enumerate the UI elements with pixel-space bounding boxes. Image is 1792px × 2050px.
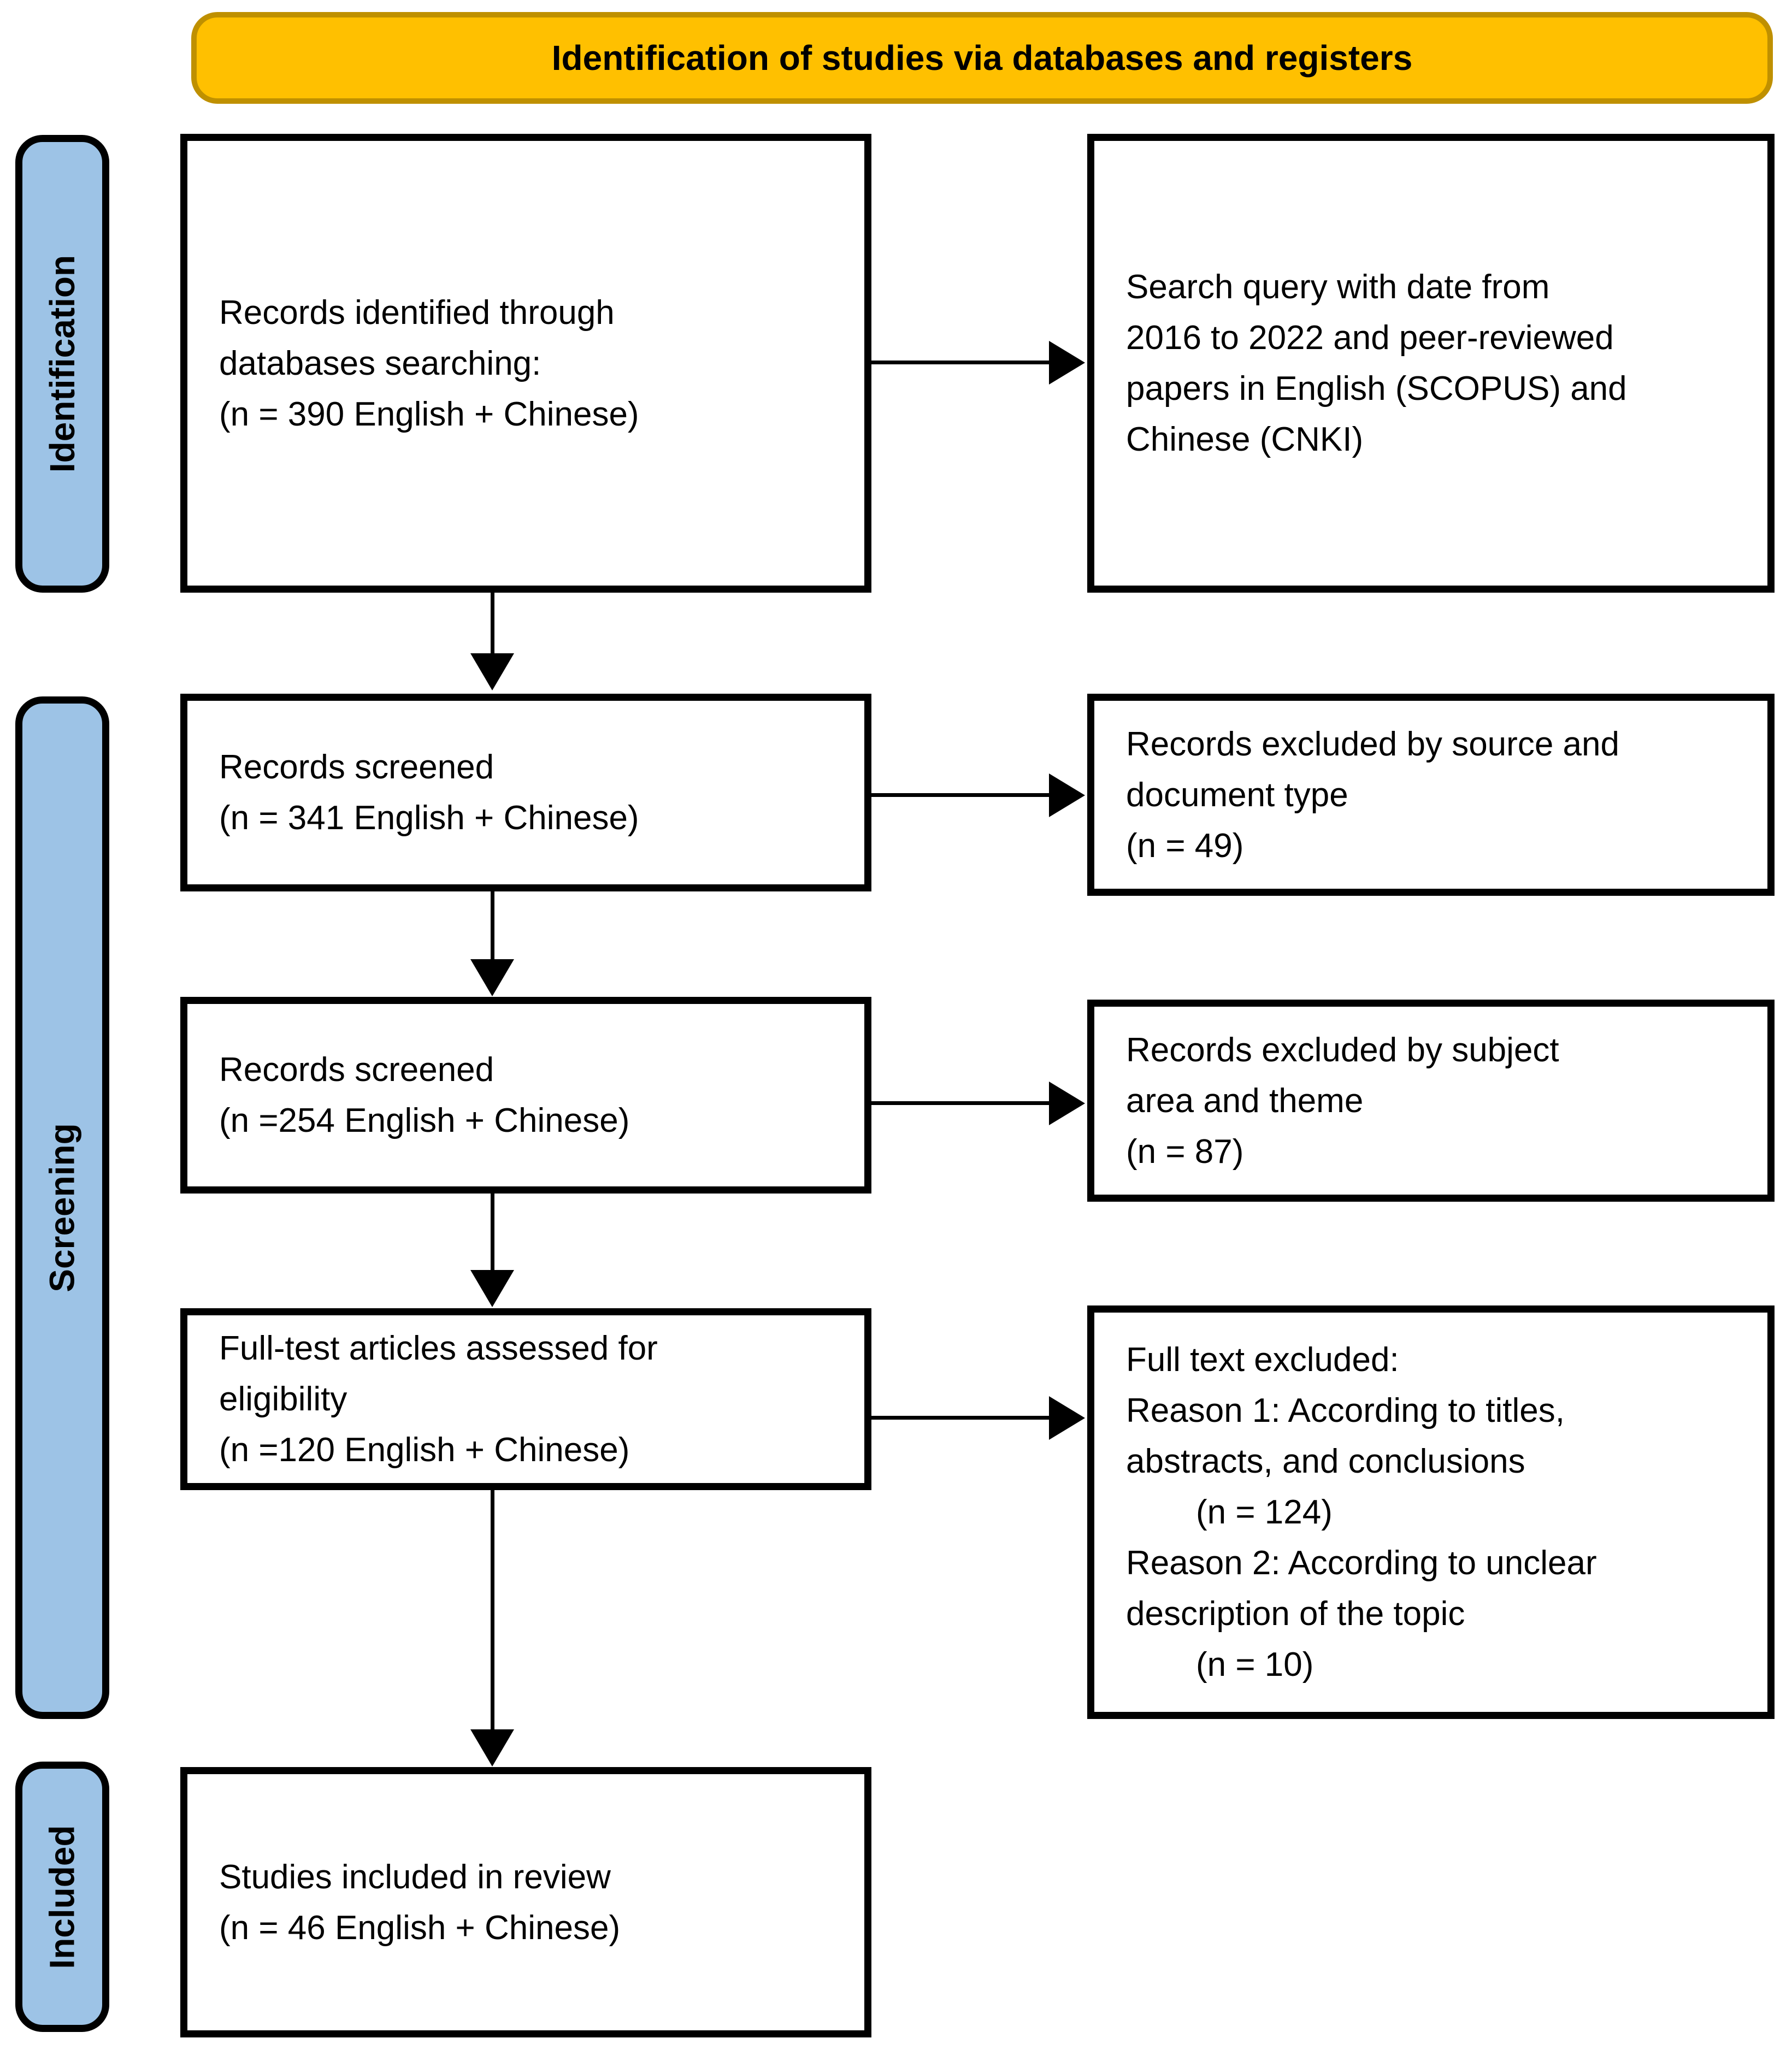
connector-screened254-to-fulltext [491,1194,494,1271]
box-studies-included-line2: (n = 46 English + Chinese) [219,1909,621,1947]
box-records-identified: Records identified through databases sea… [180,134,871,593]
stage-included: Included [15,1762,109,2032]
box-excluded-source: Records excluded by source and document … [1087,694,1775,896]
right-arrow-icon [1049,1396,1085,1440]
connector-identified-to-screened341 [491,589,494,654]
box-records-identified-line2: databases searching: [219,344,541,382]
box-fulltext-excluded-line1: Full text excluded: [1126,1341,1399,1379]
down-arrow-icon [470,959,514,996]
box-fulltext-assessed-line2: eligibility [219,1380,347,1418]
box-search-query-line3: papers in English (SCOPUS) and [1126,370,1627,407]
connector-fulltext-to-excluded [871,1416,1051,1420]
box-fulltext-excluded: Full text excluded: Reason 1: According … [1087,1305,1775,1719]
connector-screened341-to-screened254 [491,891,494,960]
box-search-query: Search query with date from 2016 to 2022… [1087,134,1775,593]
box-fulltext-excluded-line2: Reason 1: According to titles, [1126,1392,1565,1429]
stage-screening-label: Screening [43,1123,82,1292]
box-excluded-subject-line1: Records excluded by subject [1126,1031,1559,1069]
box-records-screened-254-line2: (n =254 English + Chinese) [219,1102,630,1139]
box-records-screened-341-line1: Records screened [219,748,494,786]
connector-identified-to-searchquery [871,361,1051,364]
connector-fulltext-to-included [491,1490,494,1730]
right-arrow-icon [1049,1082,1085,1125]
box-excluded-source-line2: document type [1126,776,1348,814]
box-fulltext-assessed-line3: (n =120 English + Chinese) [219,1431,630,1469]
box-studies-included-line1: Studies included in review [219,1858,611,1896]
box-search-query-line4: Chinese (CNKI) [1126,421,1364,458]
stage-included-label: Included [43,1824,82,1969]
title-banner: Identification of studies via databases … [191,12,1773,104]
box-studies-included: Studies included in review (n = 46 Engli… [180,1767,871,2037]
box-records-screened-341: Records screened (n = 341 English + Chin… [180,694,871,891]
right-arrow-icon [1049,341,1085,385]
stage-identification: Identification [15,135,109,593]
title-banner-label: Identification of studies via databases … [551,38,1413,78]
box-records-identified-line1: Records identified through [219,293,615,332]
box-records-screened-341-line2: (n = 341 English + Chinese) [219,799,639,837]
box-excluded-subject-line3: (n = 87) [1126,1132,1244,1171]
box-excluded-subject-line2: area and theme [1126,1082,1364,1120]
box-records-screened-254-line1: Records screened [219,1051,494,1089]
box-records-screened-254: Records screened (n =254 English + Chine… [180,997,871,1194]
down-arrow-icon [470,653,514,690]
box-excluded-source-line1: Records excluded by source and [1126,725,1619,763]
box-fulltext-assessed: Full-test articles assessed for eligibil… [180,1308,871,1490]
box-excluded-source-line3: (n = 49) [1126,826,1244,865]
connector-screened341-to-excludedsource [871,793,1051,797]
box-fulltext-excluded-line4: (n = 124) [1196,1493,1333,1531]
box-records-identified-line3: (n = 390 English + Chinese) [219,395,639,433]
box-search-query-line1: Search query with date from [1126,268,1550,306]
box-fulltext-excluded-line7: (n = 10) [1196,1646,1314,1683]
box-fulltext-excluded-line3: abstracts, and conclusions [1126,1443,1525,1480]
box-search-query-line2: 2016 to 2022 and peer-reviewed [1126,319,1614,357]
box-fulltext-excluded-line5: Reason 2: According to unclear [1126,1544,1597,1582]
box-excluded-subject: Records excluded by subject area and the… [1087,1000,1775,1202]
stage-screening: Screening [15,696,109,1719]
box-fulltext-excluded-line6: description of the topic [1126,1595,1465,1633]
box-fulltext-assessed-line1: Full-test articles assessed for [219,1330,658,1367]
connector-screened254-to-excludedsubject [871,1101,1051,1105]
down-arrow-icon [470,1729,514,1767]
down-arrow-icon [470,1270,514,1307]
right-arrow-icon [1049,773,1085,817]
stage-identification-label: Identification [43,255,82,473]
